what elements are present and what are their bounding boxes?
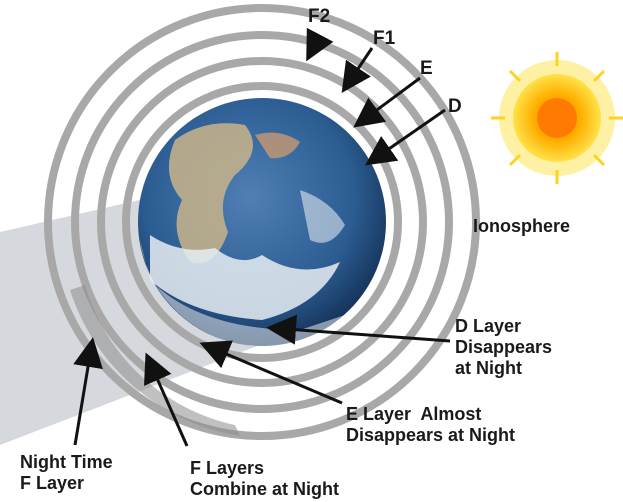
night-f-line-1: Night Time (20, 452, 113, 472)
d-arrow (365, 108, 446, 166)
e-layer-line-2: Disappears at Night (346, 425, 516, 445)
d-layer-ring (122, 82, 402, 362)
d-layer-line-1: D Layer (455, 316, 522, 336)
f2-arrow (306, 27, 334, 62)
d-layer-annotation: D Layer Disappears at Night (455, 316, 552, 379)
e-arrow (353, 76, 421, 128)
e-layer-line-1: E Layer Almost (346, 404, 482, 424)
f2-label: F2 (308, 6, 330, 27)
f2-label-sub: 2 (319, 6, 331, 27)
f-combine-line-1: F Layers (190, 458, 265, 478)
earth-globe (138, 98, 386, 347)
f2-layer-ring (44, 4, 480, 440)
night-f-line-2: F Layer (20, 473, 85, 493)
d-layer-arrow (266, 314, 451, 345)
d-layer-line-3: at Night (455, 358, 522, 378)
d-layer-line-2: Disappears (455, 337, 553, 357)
ionosphere-label: Ionosphere (473, 216, 571, 236)
e-layer-annotation: E Layer Almost Disappears at Night (346, 404, 515, 446)
f1-arrow (341, 47, 374, 93)
f-combine-annotation: F Layers Combine at Night (190, 458, 339, 500)
f1-label-main: F (373, 28, 385, 49)
night-f-layer-annotation: Night Time F Layer (20, 452, 113, 494)
e-layer-arrow (199, 340, 343, 405)
f-combine-arrow (144, 352, 189, 447)
d-label: D (448, 96, 462, 117)
pointer-arrows (73, 27, 451, 447)
f1-layer-ring (71, 31, 453, 413)
e-layer-ring (97, 57, 427, 387)
f1-label-sub: 1 (384, 28, 396, 49)
sun-icon (491, 52, 623, 184)
f-combine-line-2: Combine at Night (190, 479, 339, 499)
f1-label: F1 (373, 28, 395, 49)
e-label: E (420, 58, 433, 79)
night-f-layer-crescent (70, 285, 240, 436)
ionosphere-rings (44, 4, 480, 440)
night-f-layer-arrow (73, 337, 103, 446)
f2-label-main: F (308, 6, 320, 27)
